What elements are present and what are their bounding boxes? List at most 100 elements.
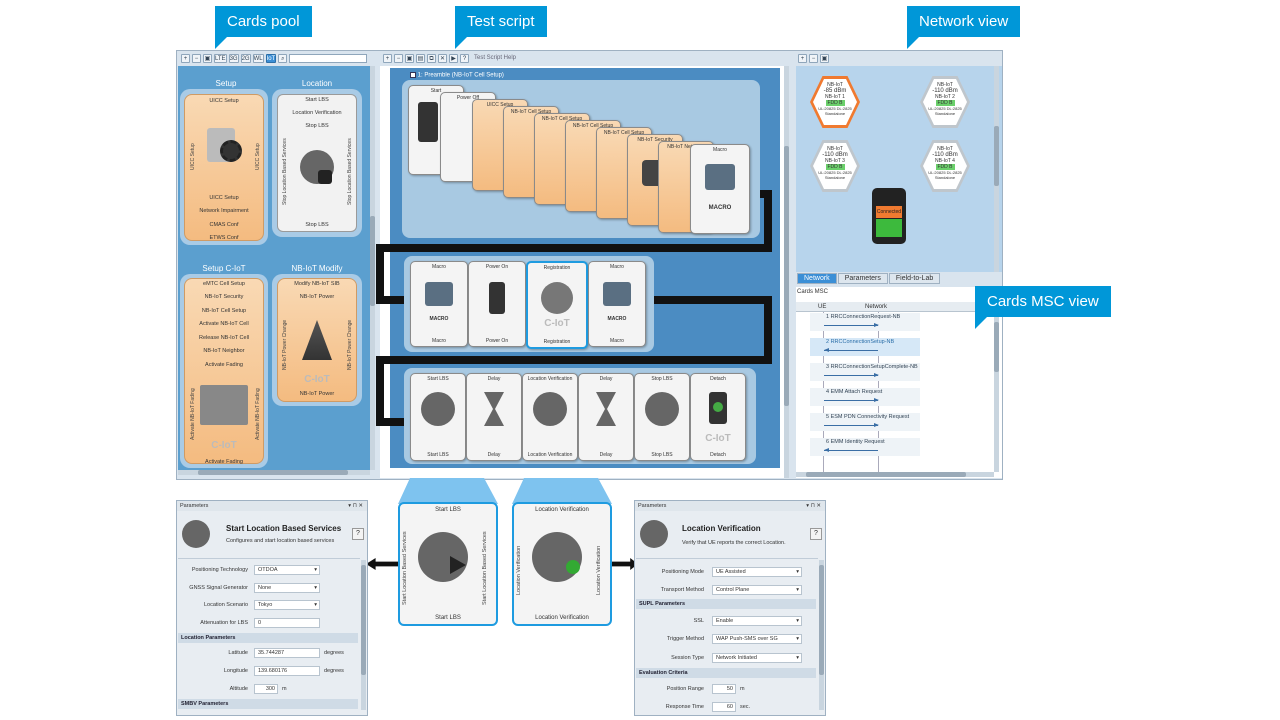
pin-icon[interactable]: ▾ ⊓ ✕	[806, 503, 821, 509]
zoom-in-icon[interactable]: +	[383, 53, 392, 63]
fit-icon[interactable]: ▣	[405, 53, 414, 63]
pool-item[interactable]: Start LBS	[305, 97, 329, 103]
pin-icon[interactable]: ▾ ⊓ ✕	[348, 503, 363, 509]
pool-toolbar: + − ▣ LTE 3G 2G WL IoT ⌕	[178, 51, 374, 65]
pool-item[interactable]: Stop LBS	[305, 222, 329, 228]
pool-search-input[interactable]	[289, 53, 368, 63]
filter-wl[interactable]: WL	[252, 53, 264, 63]
trigger-method-select[interactable]: WAP Push-SMS over SG▾	[712, 634, 802, 644]
filter-2g[interactable]: 2G	[240, 53, 251, 63]
msc-message-row[interactable]	[810, 313, 920, 331]
params-title: Start Location Based Services	[226, 524, 342, 533]
zoom-out-icon[interactable]: −	[394, 53, 403, 63]
pool-item[interactable]: NB-IoT Cell Setup	[201, 308, 247, 314]
pool-scrollbar[interactable]	[370, 66, 375, 470]
positioning-mode-select[interactable]: UE Assisted▾	[712, 567, 802, 577]
tab-network[interactable]: Network	[797, 273, 837, 284]
rot-label: Activate NB-IoT Fading	[255, 388, 261, 440]
pool-item[interactable]: UICC Setup	[209, 195, 239, 201]
pool-item[interactable]: Network Impairment	[199, 208, 249, 214]
msc-message-row[interactable]	[810, 413, 920, 431]
zoom-out-icon[interactable]: −	[809, 53, 818, 63]
preamble-checkbox[interactable]	[410, 72, 416, 78]
fit-icon[interactable]: ▣	[820, 53, 829, 63]
msc-message-row[interactable]	[810, 338, 920, 356]
pool-item[interactable]: Modify NB-IoT SIB	[294, 281, 340, 287]
pool-item[interactable]: Activate Fading	[205, 362, 243, 368]
card-setup-ciot[interactable]	[184, 278, 264, 464]
pool-item[interactable]: Activate NB-IoT Cell	[199, 321, 249, 327]
save-icon[interactable]: ▤	[416, 53, 425, 63]
search-icon[interactable]: ⌕	[278, 53, 288, 63]
msc-message-label: 4 EMM Attach Request	[826, 389, 883, 395]
msc-scrollbar[interactable]	[994, 312, 999, 472]
pool-item[interactable]: eMTC Cell Setup	[203, 281, 245, 287]
pool-item[interactable]: Location Verification	[292, 110, 342, 116]
pool-item[interactable]: Release NB-IoT Cell	[198, 335, 250, 341]
pool-item[interactable]: NB-IoT Neighbor	[203, 348, 245, 354]
position-range-input[interactable]: 50	[712, 684, 736, 694]
pool-hscrollbar[interactable]	[178, 470, 370, 475]
latitude-input[interactable]: 35.744287	[254, 648, 320, 658]
pool-item[interactable]: UICC Setup	[209, 98, 239, 104]
zoom-in-icon[interactable]: +	[798, 53, 807, 63]
positioning-technology-select[interactable]: OTDOA▾	[254, 565, 320, 575]
cards-icon	[603, 282, 631, 306]
zoom-in-icon[interactable]: +	[181, 53, 190, 63]
transport-method-select[interactable]: Control Plane▾	[712, 585, 802, 595]
params-left-scrollbar[interactable]	[361, 560, 366, 710]
help-button[interactable]: ?	[352, 528, 364, 540]
network-scrollbar[interactable]	[994, 66, 999, 272]
pool-item[interactable]: NB-IoT Power	[299, 391, 335, 397]
ssl-select[interactable]: Enable▾	[712, 616, 802, 626]
pool-item[interactable]: NB-IoT Security	[204, 294, 244, 300]
divider	[178, 558, 360, 559]
help-button[interactable]: ?	[810, 528, 822, 540]
pool-item[interactable]: Activate Fading	[205, 459, 243, 465]
filter-3g[interactable]: 3G	[228, 53, 239, 63]
play-icon[interactable]: ▶	[449, 53, 458, 63]
pool-item[interactable]: Stop LBS	[305, 123, 329, 129]
zoom-out-icon[interactable]: −	[192, 53, 201, 63]
pool-item[interactable]: CMAS Conf	[209, 222, 239, 228]
location-scenario-select[interactable]: Tokyo▾	[254, 600, 320, 610]
help-icon[interactable]: ?	[460, 53, 469, 63]
tab-field-to-lab[interactable]: Field-to-Lab	[888, 273, 941, 284]
params-header: Parameters▾ ⊓ ✕	[635, 501, 825, 511]
attenuation-input[interactable]: 0	[254, 618, 320, 628]
msc-message-row[interactable]	[810, 363, 920, 381]
fit-icon[interactable]: ▣	[203, 53, 212, 63]
gnss-generator-select[interactable]: None▾	[254, 583, 320, 593]
field-label: Response Time	[665, 704, 704, 710]
script-scrollbar[interactable]	[784, 66, 789, 478]
msc-hscrollbar[interactable]	[796, 472, 994, 477]
msc-message-row[interactable]	[810, 388, 920, 406]
pool-item[interactable]: NB-IoT Power	[299, 294, 335, 300]
filter-iot[interactable]: IoT	[265, 53, 277, 63]
unit-label: m	[740, 686, 745, 692]
msc-message-row[interactable]	[810, 438, 920, 456]
copy-icon[interactable]: ⧉	[427, 53, 436, 63]
delete-icon[interactable]: ✕	[438, 53, 447, 63]
pool-item[interactable]: ETWS Conf	[209, 235, 239, 241]
script-help-label[interactable]: Test Script Help	[474, 55, 517, 61]
msc-message-label: 5 ESM PDN Connectivity Request	[826, 414, 910, 420]
group-title-nbiot-modify: NB-IoT Modify	[291, 264, 343, 273]
response-time-input[interactable]: 60	[712, 702, 736, 712]
longitude-input[interactable]: 139.680176	[254, 666, 320, 676]
tab-parameters[interactable]: Parameters	[837, 273, 888, 284]
field-label: Altitude	[229, 686, 248, 692]
params-right-scrollbar[interactable]	[819, 560, 824, 710]
preamble-label[interactable]: 1: Preamble (NB-IoT Cell Setup)	[410, 72, 504, 79]
session-type-select[interactable]: Network Initiated▾	[712, 653, 802, 663]
globe-stop-icon	[645, 392, 679, 426]
card-uicc-setup[interactable]	[184, 94, 264, 241]
altitude-input[interactable]: 300	[254, 684, 278, 694]
filter-lte[interactable]: LTE	[214, 53, 227, 63]
hourglass-icon	[484, 392, 504, 426]
msc-title: Cards MSC	[797, 289, 829, 295]
